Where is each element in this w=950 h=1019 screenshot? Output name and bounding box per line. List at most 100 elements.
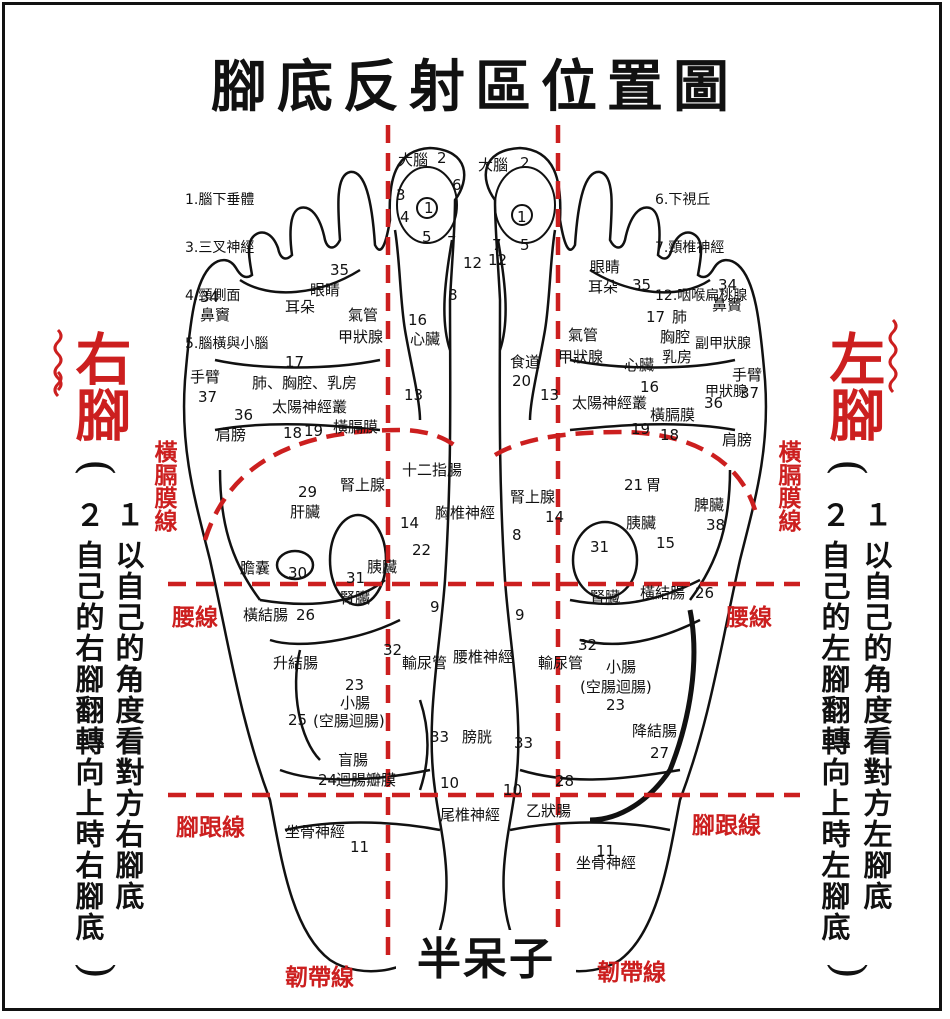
lf-sigmoid: 乙狀腸 (526, 802, 571, 820)
rf-adrenal: 腎上腺 (340, 476, 385, 494)
lf-ureter-num: 32 (578, 636, 597, 654)
left-foot-outline (484, 146, 768, 973)
rf-kidney-num: 31 (346, 569, 365, 587)
rf-transverse-num: 26 (296, 606, 315, 624)
rf-n1: 1 (424, 199, 434, 217)
right-foot-num1: １ (111, 500, 145, 531)
rf-shoulder-num: 36 (234, 406, 253, 424)
rf-n4: 4 (400, 208, 410, 226)
page-frame (2, 2, 942, 1011)
logo-text: 半呆子 (396, 930, 576, 990)
squiggle-right-icon (888, 318, 898, 394)
paren-bottom-right-icon: ) (71, 961, 123, 980)
lf-sigmoid-num: 28 (555, 772, 574, 790)
left-foot-name: 左腳 (820, 330, 886, 442)
legend-left-item: 3.三叉神經 (185, 240, 255, 256)
paren-top-left-icon: ( (823, 458, 875, 477)
lf-esophagus-num: 20 (512, 372, 531, 390)
lf-sinus: 鼻竇 (712, 296, 742, 314)
legend-left: 1.腦下垂體 3.三叉神經 4.頸側面 5.腦橫與小腦 (185, 160, 268, 384)
rf-n22: 22 (412, 541, 431, 559)
rf-ear: 耳朵 (285, 298, 315, 316)
lf-pancreas-num: 15 (656, 534, 675, 552)
rf-sacral: 尾椎神經 (440, 806, 500, 824)
rf-shoulder: 肩膀 (216, 426, 246, 444)
lf-n2: 2 (520, 154, 530, 172)
reflex-lines (168, 125, 800, 960)
lf-trachea: 氣管 (568, 326, 598, 344)
lf-sciatic-num: 11 (596, 842, 615, 860)
rf-solar: 太陽神經叢 (272, 398, 347, 416)
legend-left-item: 1.腦下垂體 (185, 192, 255, 208)
lf-eye: 眼睛 (590, 258, 620, 276)
lf-kidney: 腎臟 (590, 588, 620, 606)
lf-pancreas: 胰臟 (626, 514, 656, 532)
rf-n6: 6 (452, 176, 462, 194)
lf-n7: 7 (492, 236, 502, 254)
lf-chest: 胸腔 (660, 328, 690, 346)
squiggle-left-icon (53, 370, 63, 398)
paren-top-right-icon: ( (71, 458, 123, 477)
rf-arm: 手臂 (190, 368, 220, 386)
rf-n19: 19 (304, 422, 323, 440)
lf-arm-num: 37 (740, 384, 759, 402)
ligament-line-label-right: 韌帶線 (285, 965, 354, 991)
lf-solar: 太陽神經叢 (572, 394, 647, 412)
right-foot-col-a: 以自己的角度看對方右腳底 (111, 540, 145, 912)
lf-shoulder: 肩膀 (722, 431, 752, 449)
lf-lung: 肺 (672, 308, 687, 326)
lf-n9: 9 (515, 606, 525, 624)
rf-ileocecal: 迴腸瓣膜 (336, 771, 396, 789)
right-foot-col-b: 自己的右腳翻轉向上時右腳底 (71, 540, 105, 943)
left-foot-col-b: 自己的左腳翻轉向上時左腳底 (817, 540, 851, 943)
lf-sciatic: 坐骨神經 (576, 854, 636, 872)
lf-n1: 1 (517, 208, 527, 226)
rf-ascending: 升結腸 (273, 654, 318, 672)
diaphragm-line-left (493, 429, 758, 511)
rf-ascending-num: 25 (288, 711, 307, 729)
lf-stomach: 胃 (646, 476, 661, 494)
rf-n7: 7 (447, 233, 457, 251)
rf-n10: 10 (440, 774, 459, 792)
rf-n14: 14 (400, 514, 419, 532)
lf-n12: 12 (488, 251, 507, 269)
legend-right-item: 6.下視丘 (655, 192, 711, 208)
rf-heart-num: 16 (408, 311, 427, 329)
right-foot-title: 右腳 (64, 330, 134, 455)
lf-shoulder-num: 36 (704, 394, 723, 412)
rf-small-num: 23 (345, 676, 364, 694)
left-foot-num1: １ (859, 500, 893, 531)
legend-right-item: 副甲狀腺 (695, 336, 751, 352)
rf-eye: 眼睛 (310, 281, 340, 299)
lf-descending-num: 27 (650, 744, 669, 762)
lf-n5: 5 (520, 236, 530, 254)
lf-thyroid: 甲狀腺 (558, 348, 603, 366)
lf-spleen: 脾臟 (694, 496, 724, 514)
diaphragm-line-label-right: 橫膈膜線 (150, 440, 176, 532)
rf-arm-num: 37 (198, 388, 217, 406)
squiggle-left-icon (53, 328, 63, 392)
lf-sinus-num: 34 (718, 276, 737, 294)
rf-small-note: (空腸迴腸) (313, 712, 385, 730)
lf-ear: 耳朵 (588, 278, 618, 296)
lf-esophagus: 食道 (510, 353, 540, 371)
rf-pancreas: 胰臟 (367, 558, 397, 576)
left-foot-labels: 大腦 2 1 5 12 7 眼睛 耳朵 35 34 鼻竇 17 肺 胸腔 乳房 … (478, 154, 762, 872)
legend-left-item: 5.腦橫與小腦 (185, 336, 269, 352)
rf-liver-num: 29 (298, 483, 317, 501)
rf-heart: 心臟 (410, 330, 440, 348)
lf-diaphragm: 橫膈膜 (650, 406, 695, 424)
heel-line-label-right: 腳跟線 (176, 815, 245, 841)
lf-small-num: 23 (606, 696, 625, 714)
waist-line-label-right: 腰線 (172, 605, 218, 631)
rf-sciatic: 坐骨神經 (285, 823, 345, 841)
lf-spleen-num: 38 (706, 516, 725, 534)
page-title: 腳底反射區位置圖 (211, 54, 739, 120)
lf-heart: 心臟 (624, 356, 654, 374)
lf-adrenal: 腎上腺 (510, 488, 555, 506)
rf-n12: 12 (463, 254, 482, 272)
right-foot-outline (182, 146, 466, 973)
rf-bladder: 膀胱 (462, 728, 492, 746)
